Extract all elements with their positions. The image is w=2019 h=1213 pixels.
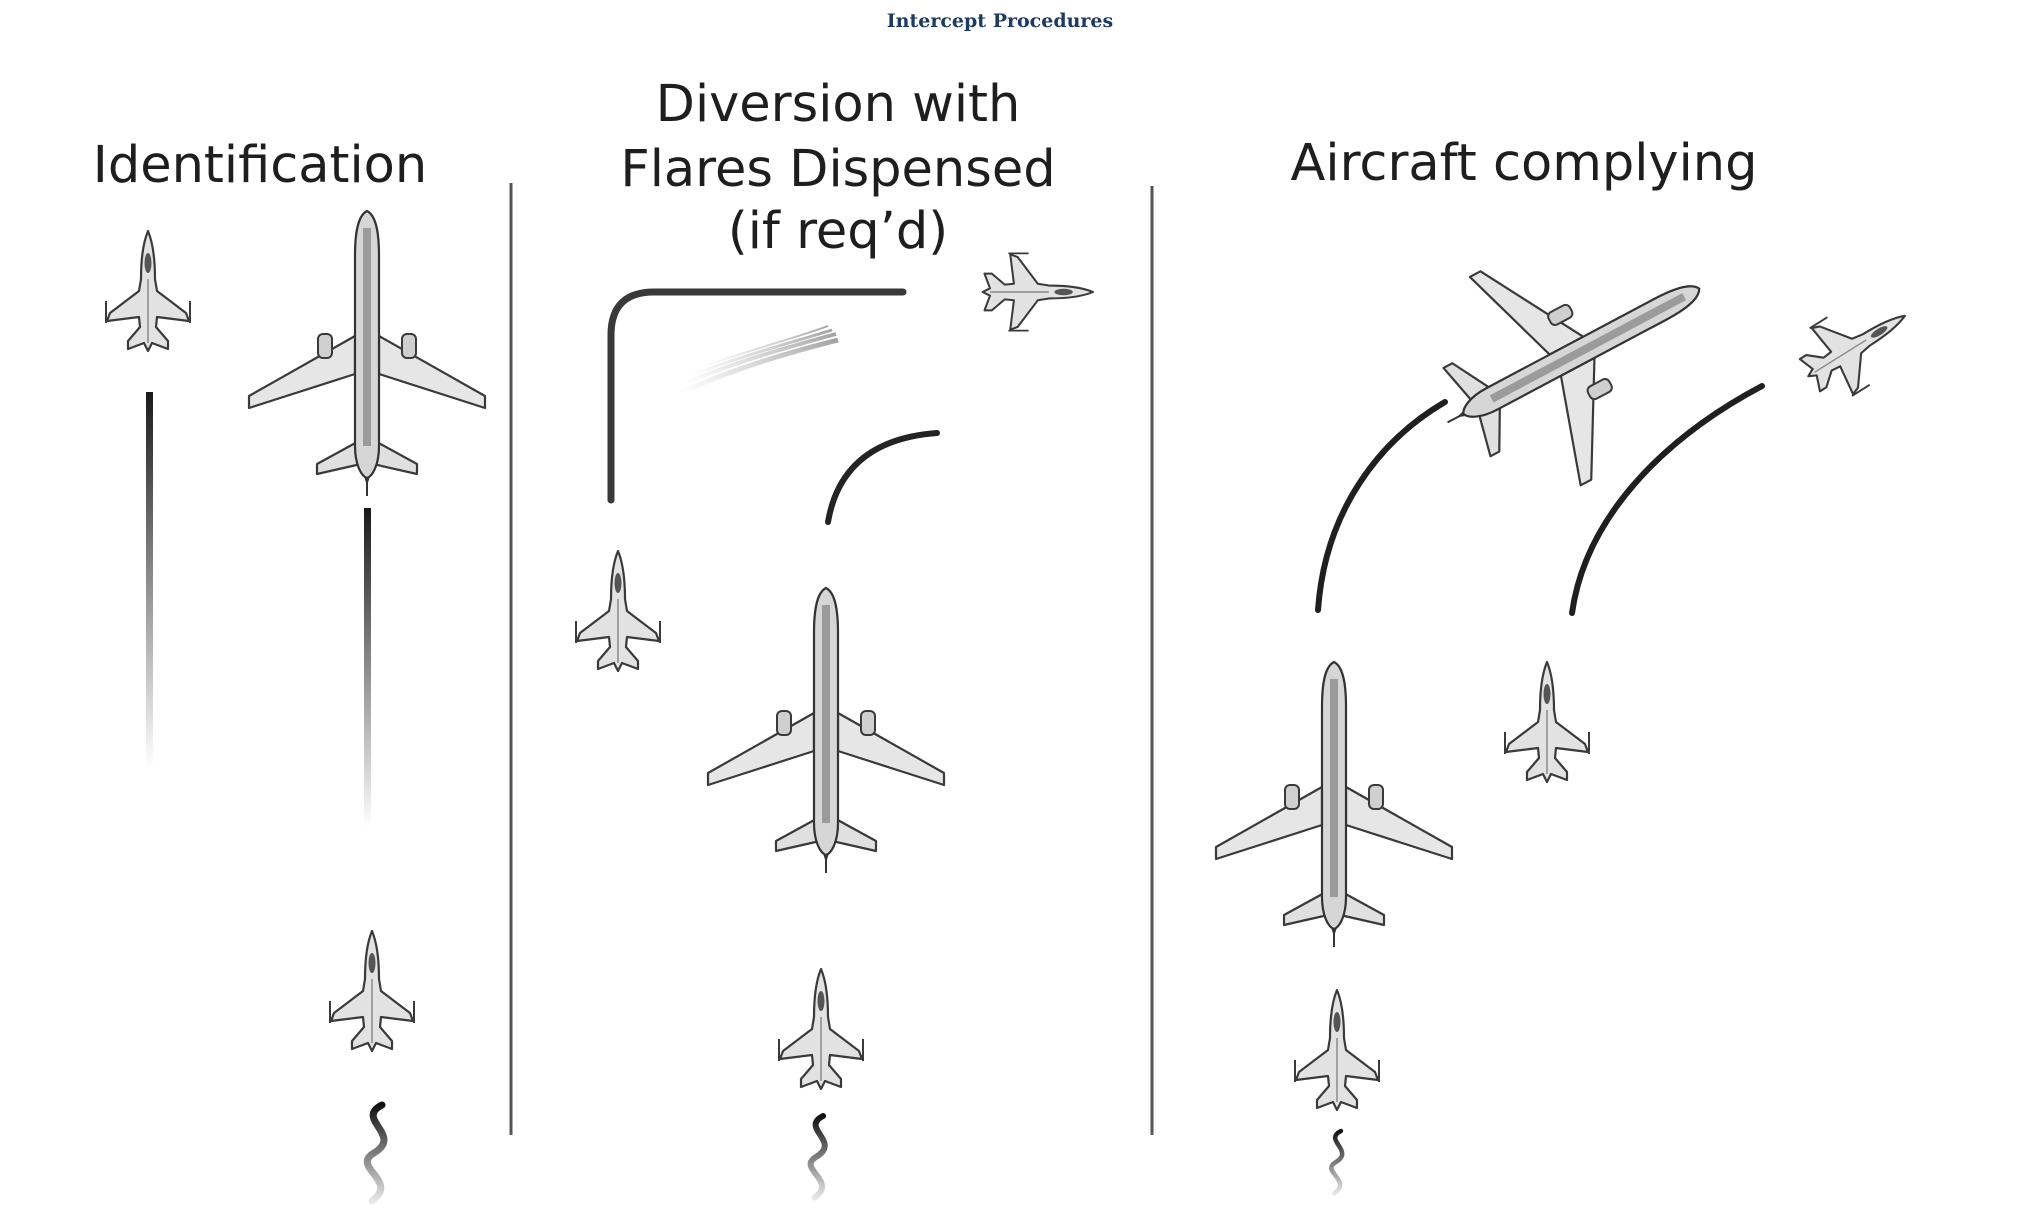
squiggle-wake-icon (811, 1116, 825, 1198)
airliner-icon (247, 209, 487, 498)
panel-title-diversion-line2: Flares Dispensed (620, 140, 1055, 199)
panel-complying: Aircraft complying (1291, 134, 1758, 193)
airliner-turn-path (825, 430, 940, 525)
fighter-jet-icon (328, 929, 416, 1053)
panel-title-diversion-line3: (if req’d) (728, 202, 948, 261)
fighter-jet-icon (104, 229, 192, 353)
airliner-icon (706, 586, 946, 875)
fighter-jet-icon (777, 967, 865, 1091)
fighter-jet-icon (981, 252, 1095, 332)
fighter-jet-icon (1786, 280, 1928, 412)
panel-title-identification: Identification (93, 136, 427, 195)
interceptor-complying-path (1569, 383, 1765, 616)
panel-identification: Identification (93, 136, 427, 195)
panel-title-diversion-line1: Diversion with (656, 75, 1021, 134)
page-title: Intercept Procedures (886, 10, 1114, 32)
interceptor-trail-line (364, 508, 371, 828)
panel-title-complying: Aircraft complying (1291, 134, 1758, 193)
squiggle-wake-icon (367, 1105, 384, 1201)
airliner-icon (1214, 660, 1454, 949)
airliner-complying-path (1315, 399, 1448, 613)
airliner-icon (1391, 183, 1756, 528)
fighter-jet-icon (574, 549, 662, 673)
wingman-trail-line (146, 392, 153, 768)
fighter-jet-icon (1293, 988, 1381, 1112)
panel-diversion: Diversion with Flares Dispensed (if req’… (620, 75, 1055, 261)
fighter-jet-icon (1503, 660, 1591, 784)
flare-streak-icon (678, 325, 839, 396)
diversion-turn-path (607, 288, 907, 504)
squiggle-wake-icon (1331, 1131, 1342, 1193)
